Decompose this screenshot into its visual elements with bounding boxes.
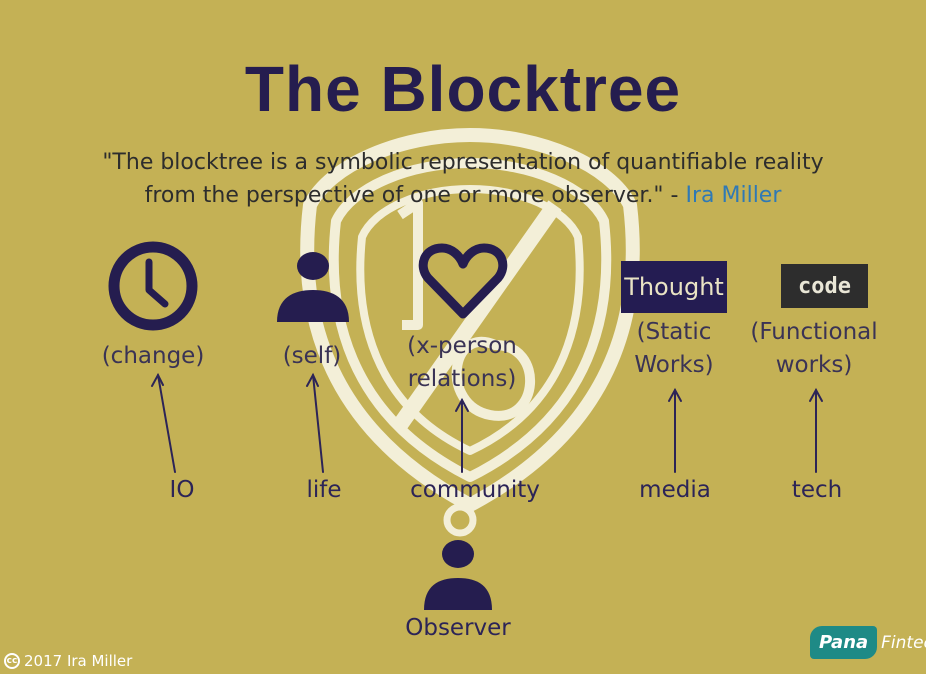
functional-works-line-1: (Functional	[750, 319, 878, 345]
functional-works-note: (Functional works)	[738, 316, 890, 382]
label-community: community	[410, 477, 540, 503]
label-tech: tech	[791, 477, 843, 503]
quote-line-2-text: from the perspective of one or more obse…	[144, 183, 686, 208]
label-media: media	[639, 477, 711, 503]
page-title: The Blocktree	[244, 53, 682, 125]
static-works-line-1: (Static	[636, 319, 712, 345]
thought-box: Thought	[621, 261, 727, 313]
relations-note: (x-person relations)	[392, 330, 532, 396]
quote: "The blocktree is a symbolic representat…	[40, 146, 886, 212]
label-life: life	[306, 477, 342, 503]
relations-note-line-2: relations)	[407, 366, 517, 392]
change-note: (change)	[88, 340, 218, 373]
shield-watermark	[300, 128, 640, 537]
arrow-io	[151, 372, 176, 473]
functional-works-line-2: works)	[775, 352, 853, 378]
label-io: IO	[169, 477, 195, 503]
static-works-line-2: Works)	[634, 352, 714, 378]
clock-icon	[108, 241, 198, 331]
relations-note-line-1: (x-person	[407, 333, 517, 359]
observer-icon	[424, 540, 492, 610]
self-note-line: (self)	[282, 343, 342, 369]
cc-icon: cc	[4, 653, 20, 669]
self-note: (self)	[262, 340, 362, 373]
copyright-text: 2017 Ira Miller	[24, 652, 133, 670]
logo-fintech: Fintech	[881, 632, 926, 653]
observer-label: Observer	[405, 615, 511, 641]
pana-fintech-logo: Pana Fintech	[810, 626, 926, 659]
copyright: cc 2017 Ira Miller	[4, 652, 132, 670]
arrow-community	[455, 397, 469, 473]
change-note-line: (change)	[101, 343, 205, 369]
heart-icon	[418, 243, 508, 319]
arrow-life	[306, 372, 324, 473]
arrow-tech	[809, 387, 823, 473]
code-box: code	[781, 264, 868, 308]
static-works-note: (Static Works)	[610, 316, 738, 382]
author-link[interactable]: Ira Miller	[685, 183, 782, 208]
quote-line-2: from the perspective of one or more obse…	[40, 179, 886, 212]
logo-pana: Pana	[810, 626, 878, 659]
quote-line-1: "The blocktree is a symbolic representat…	[102, 150, 824, 175]
arrow-media	[668, 387, 682, 473]
person-icon	[277, 252, 349, 322]
